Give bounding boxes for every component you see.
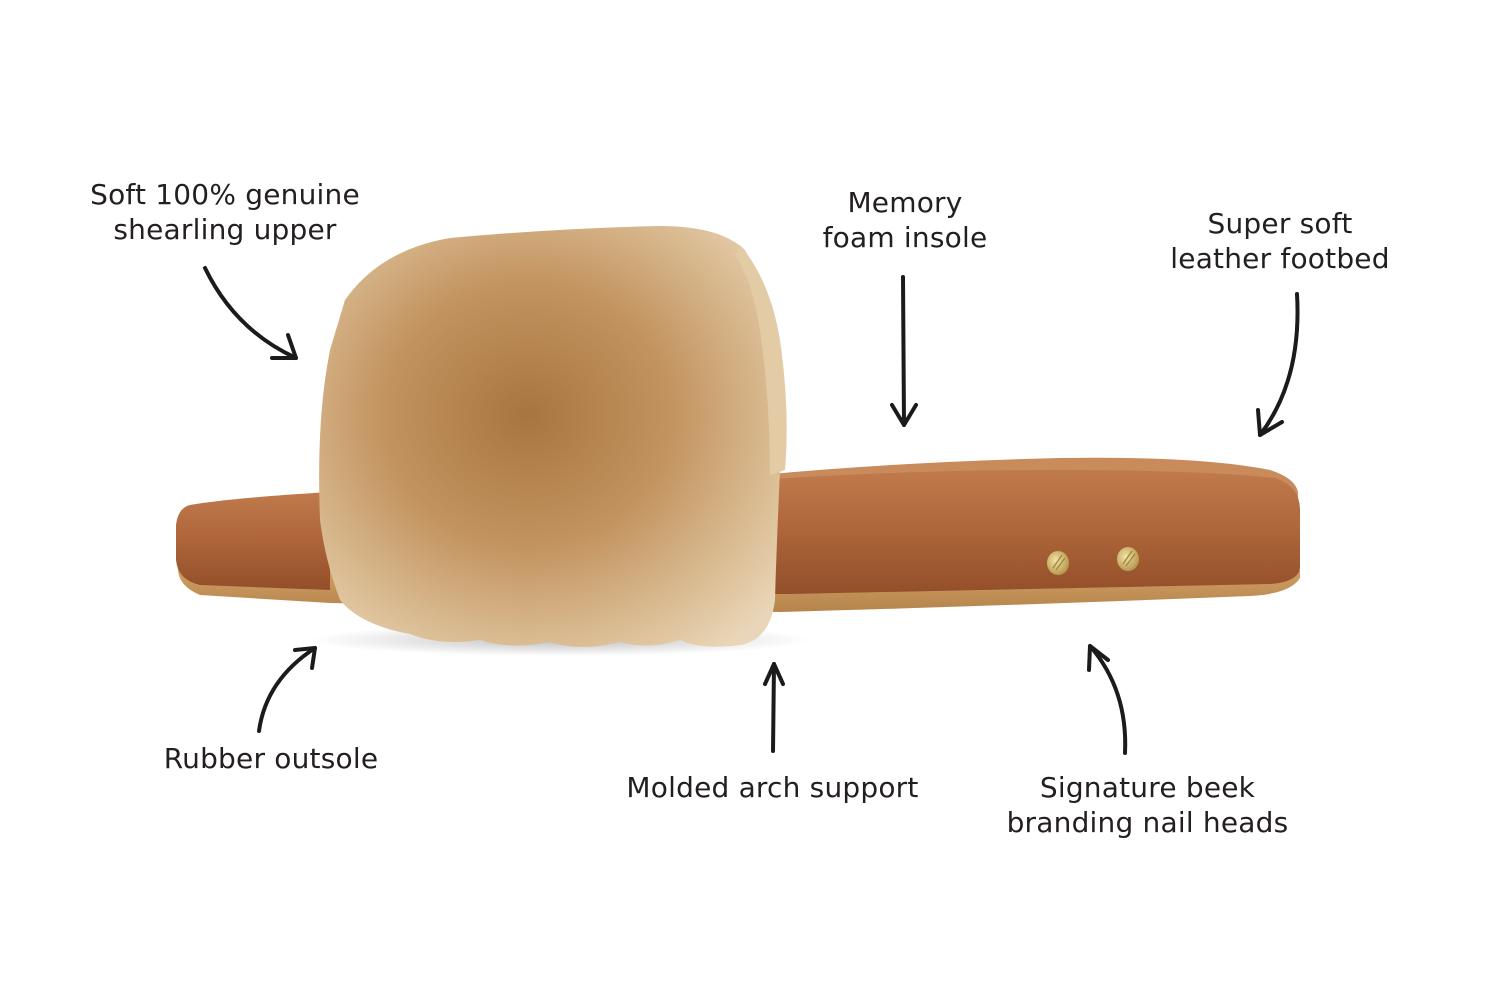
arrow-arch-icon	[763, 662, 785, 753]
leather-footbed	[760, 470, 1300, 594]
callout-line: Soft 100% genuine	[90, 178, 360, 211]
callout-memory-foam: Memory foam insole	[790, 185, 1020, 255]
arrow-memory-foam-icon	[890, 275, 918, 427]
shearling-upper	[319, 226, 782, 647]
nail-head-icon	[1117, 547, 1139, 571]
arrow-nail-heads-icon	[1087, 644, 1128, 755]
callout-nail-heads: Signature beek branding nail heads	[990, 770, 1305, 840]
nail-head-icon	[1047, 551, 1069, 575]
callout-line: Signature beek	[1039, 771, 1256, 804]
callout-line: Rubber outsole	[163, 742, 379, 775]
callout-shearling-upper: Soft 100% genuine shearling upper	[70, 177, 380, 247]
callout-line: Super soft	[1207, 207, 1353, 240]
arrow-outsole-icon	[257, 646, 317, 733]
callout-line: branding nail heads	[1006, 806, 1289, 839]
leather-footbed-toe	[176, 492, 330, 590]
callout-line: leather footbed	[1170, 242, 1390, 275]
callout-arch-support: Molded arch support	[605, 770, 940, 805]
arrow-shearling-icon	[203, 266, 298, 360]
branding-nail-heads	[1047, 547, 1139, 575]
arrow-footbed-icon	[1256, 292, 1300, 437]
callout-line: shearling upper	[113, 213, 337, 246]
callout-leather-footbed: Super soft leather footbed	[1150, 206, 1410, 276]
callout-line: Memory	[847, 186, 963, 219]
callout-line: Molded arch support	[626, 771, 919, 804]
callout-rubber-outsole: Rubber outsole	[140, 741, 402, 776]
callout-line: foam insole	[822, 221, 988, 254]
shearling-upper-back	[735, 245, 787, 475]
